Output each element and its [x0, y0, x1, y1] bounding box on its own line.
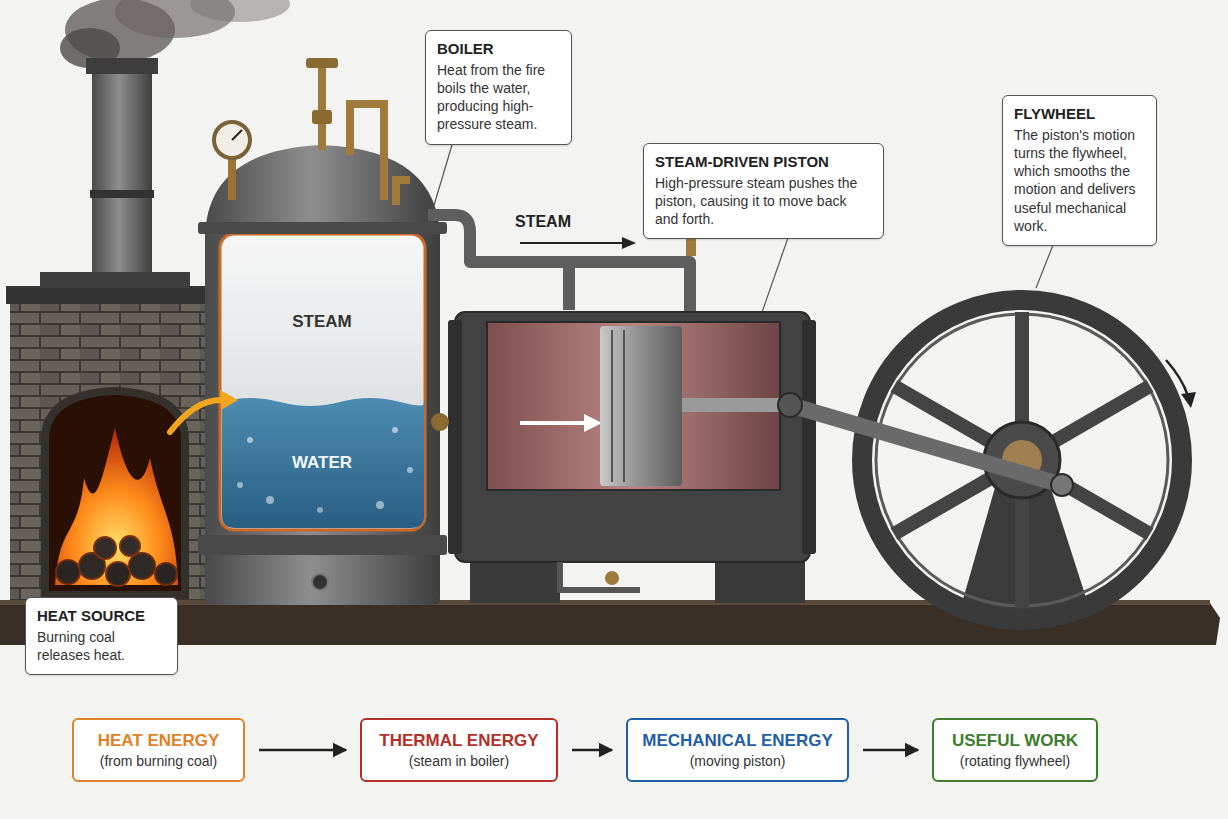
- part-label: STEAM: [292, 312, 352, 332]
- energy-box: MECHANICAL ENERGY(moving piston): [626, 718, 849, 782]
- box-heading: HEAT SOURCE: [37, 607, 166, 626]
- chimney-cap: [86, 58, 158, 74]
- box-heading: USEFUL WORK: [952, 730, 1078, 751]
- bubble: [376, 501, 384, 509]
- cylinder-fitting: [431, 413, 449, 431]
- valve-cap: [306, 58, 338, 68]
- valve-body: [312, 110, 332, 124]
- gauge-stem: [228, 156, 236, 200]
- safety-valve: [318, 66, 326, 150]
- piston-ring: [611, 330, 613, 482]
- crank-pin: [1051, 474, 1073, 496]
- cylinder-flange: [448, 320, 462, 554]
- coal: [129, 553, 155, 579]
- fire: [55, 428, 178, 585]
- flywheel-rim: [862, 300, 1182, 620]
- box-text: Heat from the fire boils the water, prod…: [437, 61, 560, 134]
- coal: [120, 536, 140, 556]
- heat-arrow: [170, 400, 224, 432]
- flow-arrow: [863, 749, 918, 752]
- pressure-gauge: [214, 122, 250, 158]
- chimney: [92, 70, 152, 295]
- part-label: STEAM: [515, 213, 571, 231]
- gauge-needle: [232, 130, 242, 140]
- leader-line: [1036, 240, 1055, 288]
- boiler-ring: [198, 535, 447, 555]
- crosshead-pin: [778, 393, 802, 417]
- bubble: [247, 437, 253, 443]
- box-heading: MECHANICAL ENERGY: [642, 730, 832, 751]
- drain-plug: [312, 574, 328, 590]
- piston: [600, 326, 682, 486]
- coal: [94, 537, 116, 559]
- drain-pipe: [560, 562, 640, 590]
- bubble: [237, 482, 243, 488]
- boiler-ring: [198, 222, 447, 234]
- part-label: WATER: [292, 453, 352, 473]
- callout-box: HEAT SOURCE Burning coal releases heat.: [25, 597, 178, 675]
- boiler-cutaway: [220, 234, 425, 530]
- callout-box: FLYWHEEL The piston's motion turns the fl…: [1002, 95, 1157, 246]
- energy-box: USEFUL WORK(rotating flywheel): [932, 718, 1098, 782]
- box-text: The piston's motion turns the flywheel, …: [1014, 126, 1145, 235]
- leader-line: [760, 232, 790, 318]
- energy-box: THERMAL ENERGY(steam in boiler): [360, 718, 558, 782]
- callout-box: STEAM-DRIVEN PISTON High-pressure steam p…: [643, 143, 884, 239]
- rotation-arrowhead: [1181, 392, 1196, 408]
- chimney-band: [90, 190, 154, 198]
- leader-line: [432, 145, 452, 212]
- connecting-rod: [790, 405, 1062, 485]
- brick-furnace: [10, 300, 215, 600]
- push-arrowhead: [584, 414, 602, 432]
- flow-arrow: [572, 749, 612, 752]
- piston-ring: [623, 330, 625, 482]
- drain-valve: [605, 571, 619, 585]
- boiler-pipe: [396, 180, 410, 205]
- energy-box: HEAT ENERGY(from burning coal): [72, 718, 245, 782]
- box-text: (moving piston): [690, 752, 786, 770]
- coal: [106, 562, 130, 586]
- furnace-top: [40, 272, 190, 288]
- water: [222, 398, 425, 528]
- pipe-branch: [563, 268, 575, 310]
- box-heading: HEAT ENERGY: [98, 730, 220, 751]
- box-text: (rotating flywheel): [960, 752, 1071, 770]
- box-heading: STEAM-DRIVEN PISTON: [655, 153, 872, 172]
- piston-rod: [682, 398, 792, 412]
- steam-arrowhead: [622, 237, 636, 249]
- box-text: (steam in boiler): [409, 752, 509, 770]
- box-text: High-pressure steam pushes the piston, c…: [655, 174, 872, 229]
- steam-direction-arrow: [520, 242, 624, 244]
- bubble: [317, 507, 323, 513]
- bubble: [407, 467, 413, 473]
- bubble: [266, 496, 274, 504]
- callout-box: BOILER Heat from the fire boils the water…: [425, 30, 572, 145]
- box-heading: BOILER: [437, 40, 560, 59]
- flow-arrow: [259, 749, 346, 752]
- box-heading: FLYWHEEL: [1014, 105, 1145, 124]
- coal: [155, 563, 177, 585]
- push-arrow: [520, 421, 586, 425]
- box-text: (from burning coal): [100, 752, 218, 770]
- rotation-arrow: [1166, 360, 1188, 396]
- bubble: [392, 427, 398, 433]
- cylinder-housing: [455, 312, 810, 562]
- furnace-top: [6, 286, 218, 304]
- firebox-opening: [45, 391, 185, 595]
- heat-arrowhead: [220, 390, 238, 410]
- smoke: [190, 0, 290, 22]
- box-text: Burning coal releases heat.: [37, 628, 166, 664]
- box-heading: THERMAL ENERGY: [379, 730, 538, 751]
- cylinder-flange: [802, 320, 816, 554]
- coal: [56, 560, 80, 584]
- boiler-pipe: [350, 104, 384, 200]
